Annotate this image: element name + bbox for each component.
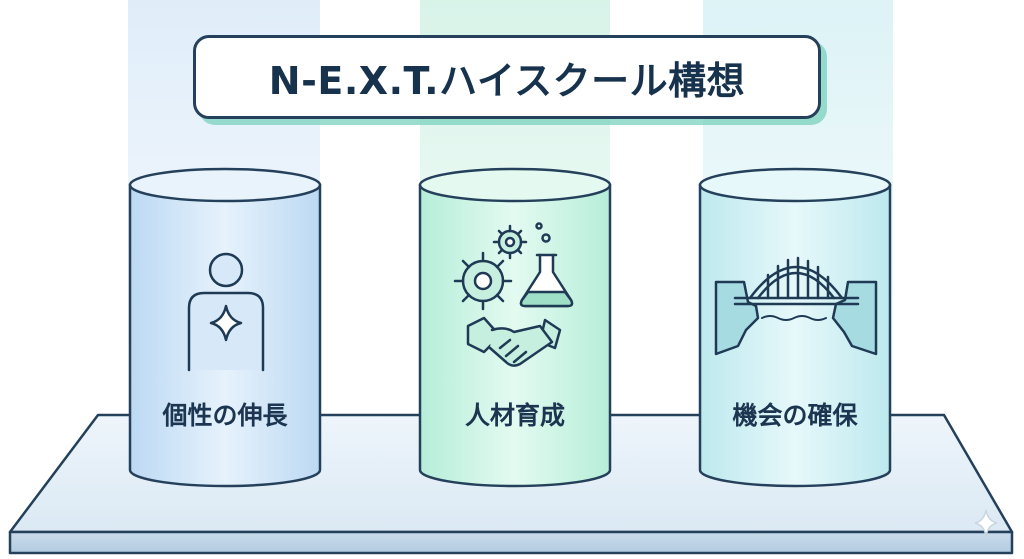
person-sparkle-icon [187,252,265,372]
handshake-icon [466,316,562,367]
flask-icon [519,222,574,308]
page-title: N-E.X.T.ハイスクール構想 [268,58,746,103]
sparkle-icon [974,509,998,537]
bridge-icon [714,256,878,356]
small-gear-icon [492,224,528,260]
pillar-talent-development [418,167,612,488]
title-banner: N-E.X.T.ハイスクール構想 [193,35,821,119]
pillar-label-individuality: 個性の伸長 [162,401,288,430]
pillar-opportunity [698,167,892,488]
pillar-label-talent-development: 人材育成 [464,401,565,430]
pillar-label-opportunity: 機会の確保 [732,401,858,430]
gears-flask-handshake-icon [453,222,574,367]
large-gear-icon [453,251,513,311]
